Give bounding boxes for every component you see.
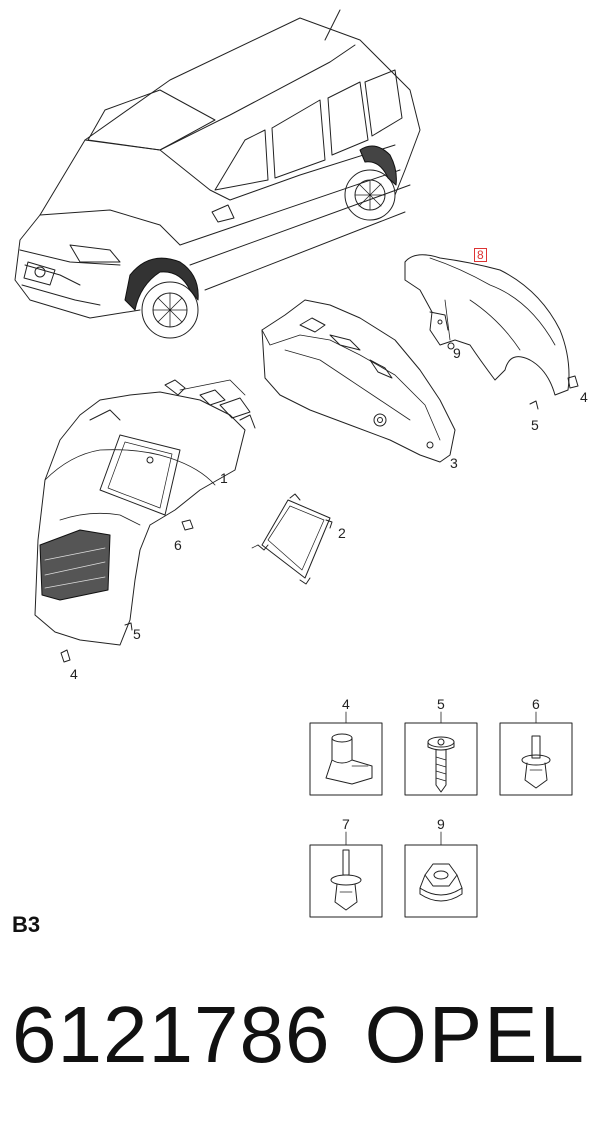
nut-icon — [419, 863, 463, 902]
fastener-table — [309, 711, 573, 918]
part-1-liner — [34, 379, 256, 646]
fastener-label: 7 — [342, 816, 350, 832]
callout-1: 1 — [220, 470, 228, 486]
part-8-rear-liner — [404, 254, 570, 396]
callout-4: 4 — [580, 389, 588, 405]
fastener-label: 9 — [437, 816, 445, 832]
fastener-label: 5 — [437, 696, 445, 712]
push-rivet-icon — [521, 735, 551, 789]
fastener-label: 6 — [532, 696, 540, 712]
callout-6: 6 — [174, 537, 182, 553]
brand-name: OPEL — [364, 990, 586, 1079]
part-number: 6121786 — [12, 990, 331, 1079]
section-label: B3 — [12, 912, 41, 937]
pin-rivet-icon — [330, 849, 362, 911]
callout-5: 5 — [133, 626, 141, 642]
car-illustration — [14, 9, 421, 339]
part-3-liner — [261, 299, 456, 463]
exploded-fasteners — [60, 342, 579, 663]
callout-3: 3 — [450, 455, 458, 471]
screw-icon — [427, 736, 455, 793]
fastener-label: 4 — [342, 696, 350, 712]
callout-4: 4 — [70, 666, 78, 682]
leader-lines — [251, 544, 259, 549]
part-2-module — [257, 493, 333, 585]
callout-8: 8 — [474, 248, 487, 262]
callout-2: 2 — [338, 525, 346, 541]
clip-icon — [325, 733, 373, 785]
callout-5: 5 — [531, 417, 539, 433]
callout-9: 9 — [453, 345, 461, 361]
